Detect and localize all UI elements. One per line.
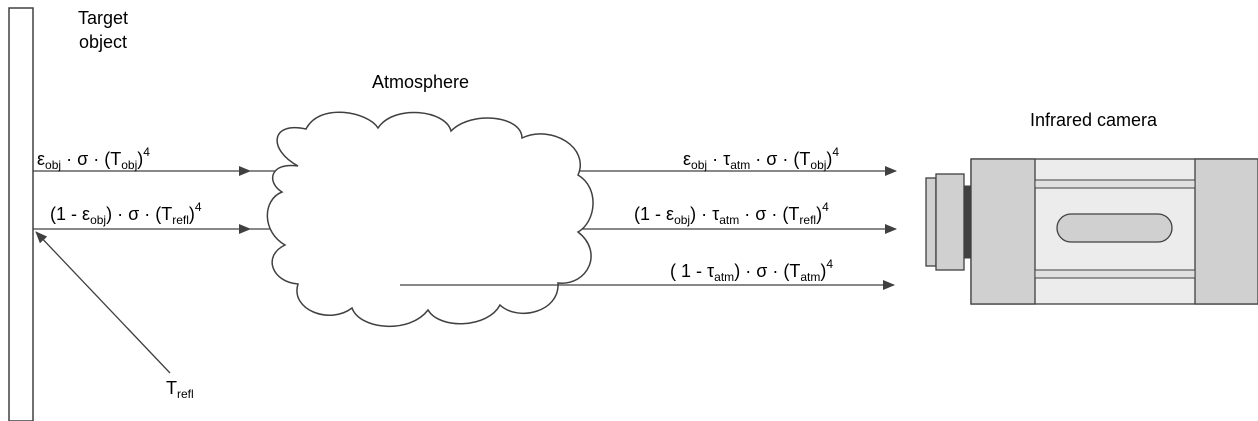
camera-bottom-strip [1034,269,1196,279]
formula-emitted-transmitted: εobj · τatm · σ · (Tobj)4 [683,145,840,172]
infrared-camera-label: Infrared camera [1030,110,1158,130]
camera-top-strip [1034,179,1196,189]
formula-reflected-object: (1 - εobj) · σ · (Trefl)4 [50,200,202,227]
camera-front-band [970,158,1036,305]
reflected-temperature-label: Trefl [166,378,194,401]
formula-atmosphere-emission: ( 1 - τatm) · σ · (Tatm)4 [670,257,834,284]
atmosphere-cloud [266,111,594,328]
formula-emitted-object: εobj · σ · (Tobj)4 [37,145,150,172]
camera-slot [1056,213,1173,243]
atmosphere-label: Atmosphere [372,72,470,92]
camera-lens-ring [935,173,965,271]
target-object-label: Target object [68,6,138,54]
infrared-camera [925,158,1258,305]
target-object-line2: object [78,32,128,52]
camera-lens-front [925,177,937,267]
target-object-line1: Target [77,8,129,28]
camera-lens-dark [963,185,972,259]
target-object-wall [8,7,34,421]
reflection-source-arrow [35,231,171,374]
formula-reflected-transmitted: (1 - εobj) · τatm · σ · (Trefl)4 [634,200,829,227]
camera-rear-band [1194,158,1258,305]
